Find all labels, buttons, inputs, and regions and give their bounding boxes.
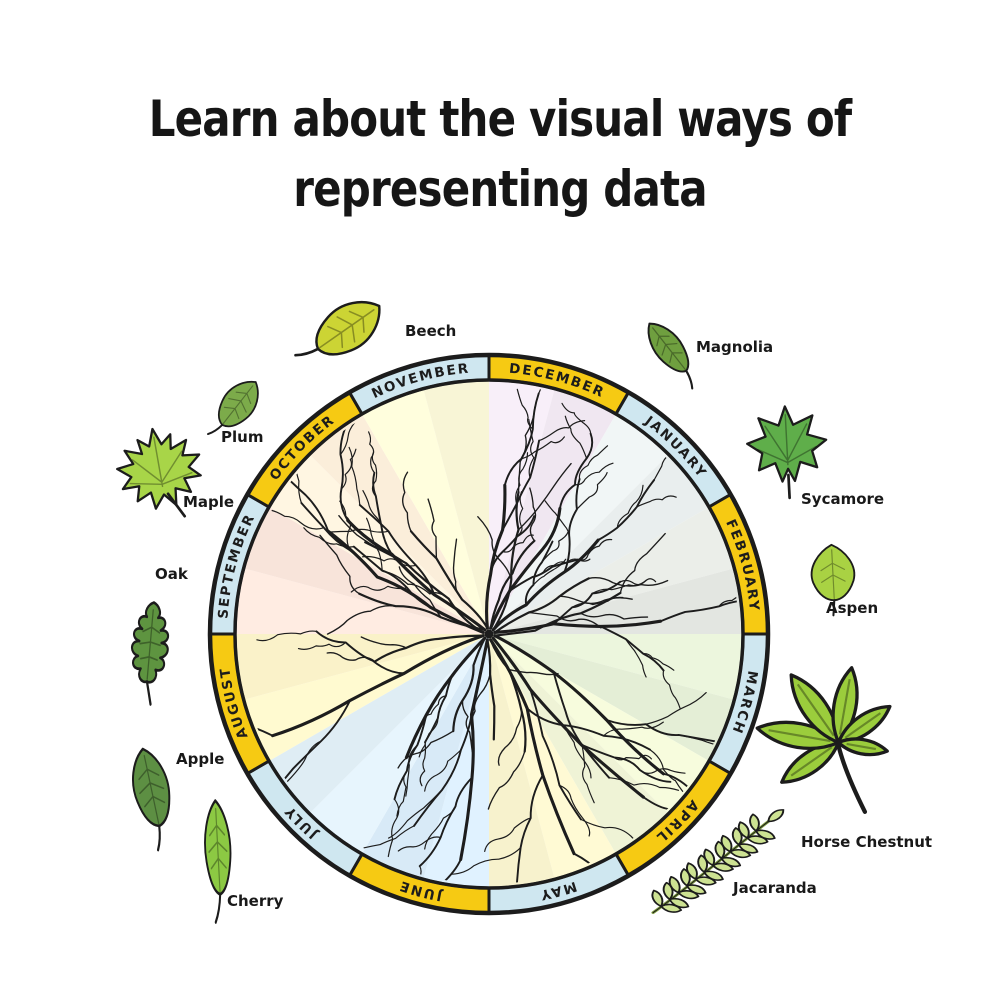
leaf-label-magnolia: Magnolia xyxy=(696,338,774,356)
aspen-leaf-icon xyxy=(810,543,856,617)
leaf-label-horse-chestnut: Horse Chestnut xyxy=(801,833,933,851)
leaf-label-plum: Plum xyxy=(221,428,264,446)
leaf-label-apple: Apple xyxy=(176,750,225,768)
sycamore-leaf-icon xyxy=(746,405,828,500)
leaf-label-cherry: Cherry xyxy=(227,892,284,910)
horse-chestnut-leaf-icon xyxy=(755,666,892,814)
maple-leaf-icon xyxy=(116,427,202,518)
leaf-label-aspen: Aspen xyxy=(826,599,879,617)
magnolia-leaf-icon xyxy=(647,322,694,390)
plum-leaf-icon xyxy=(207,380,259,436)
apple-leaf-icon xyxy=(132,747,171,852)
leaf-label-maple: Maple xyxy=(183,493,235,511)
leaf-label-beech: Beech xyxy=(405,322,457,340)
title-line-2: representing data xyxy=(293,160,707,218)
page-title: Learn about the visual ways of represent… xyxy=(80,84,920,224)
cherry-leaf-icon xyxy=(204,799,232,924)
beech-leaf-icon xyxy=(294,301,381,357)
leaf-label-jacaranda: Jacaranda xyxy=(733,879,817,897)
leaf-label-oak: Oak xyxy=(155,565,188,583)
title-line-1: Learn about the visual ways of xyxy=(148,90,852,148)
leaf-label-sycamore: Sycamore xyxy=(801,490,885,508)
oak-leaf-icon xyxy=(130,601,170,706)
jacaranda-leaf-icon xyxy=(651,809,785,915)
